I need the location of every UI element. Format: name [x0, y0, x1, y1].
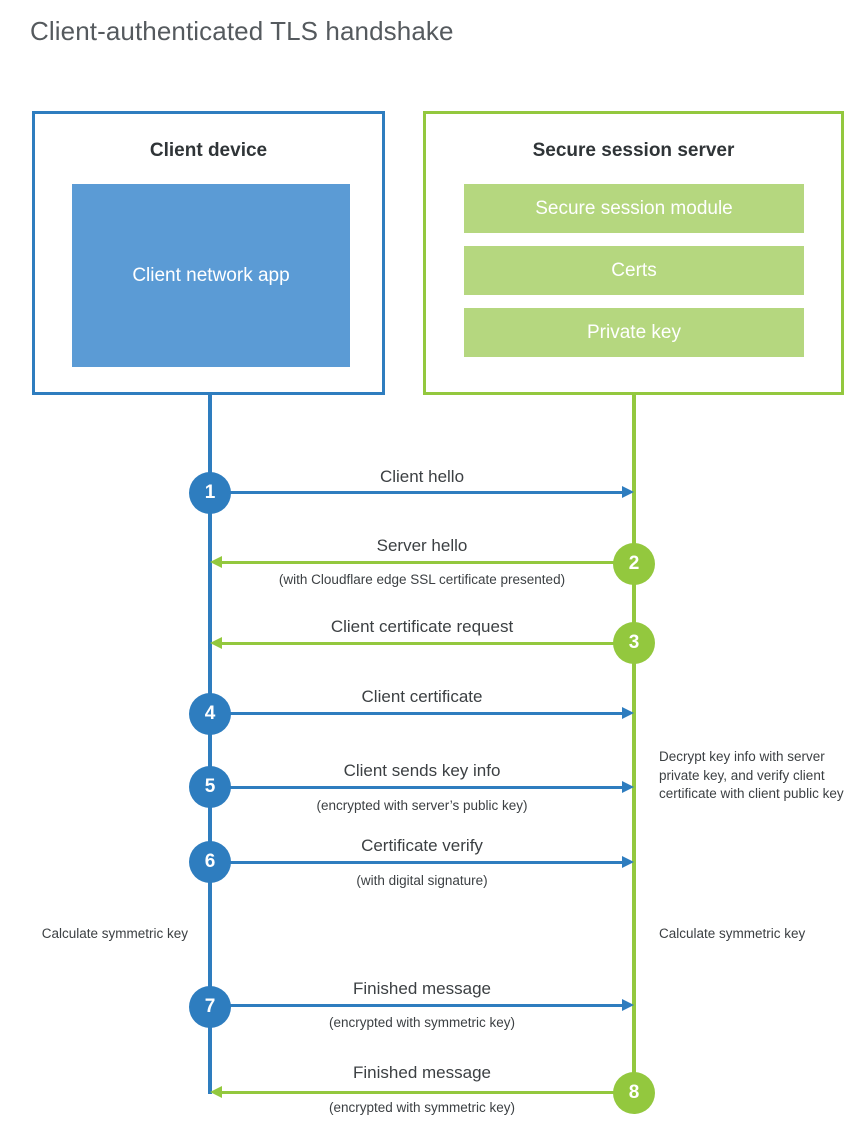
step-3-marker[interactable]: 3 — [613, 622, 655, 664]
step-6-marker[interactable]: 6 — [189, 841, 231, 883]
step-8-sublabel: (encrypted with symmetric key) — [328, 1100, 516, 1115]
client-device-title: Client device — [149, 140, 268, 161]
step-2-label: Server hello — [376, 536, 468, 555]
step-6-label: Certificate verify — [361, 836, 483, 855]
step-6-sublabel: (with digital signature) — [356, 873, 488, 888]
server-module-list: Secure session module Certs Private key — [464, 184, 804, 370]
step-7-marker[interactable]: 7 — [189, 986, 231, 1028]
step-4-marker[interactable]: 4 — [189, 693, 231, 735]
arrowhead-right-icon — [622, 781, 634, 793]
arrowhead-left-icon — [210, 556, 222, 568]
step-5-label: Client sends key info — [343, 761, 501, 780]
step-2-marker[interactable]: 2 — [613, 543, 655, 585]
server-lifeline — [632, 392, 636, 1093]
secure-session-server-title: Secure session server — [532, 140, 735, 161]
step-2-sublabel: (with Cloudflare edge SSL certificate pr… — [278, 572, 566, 587]
server-module-private-key: Private key — [464, 308, 804, 357]
arrowhead-right-icon — [622, 856, 634, 868]
step-5-marker[interactable]: 5 — [189, 766, 231, 808]
arrowhead-left-icon — [210, 637, 222, 649]
step-7-label: Finished message — [353, 979, 491, 998]
server-module-certs: Certs — [464, 246, 804, 295]
step-8-label: Finished message — [353, 1063, 491, 1082]
step-8-arrow — [210, 1086, 634, 1098]
step-4-arrow — [210, 707, 634, 719]
step-5-sublabel: (encrypted with server’s public key) — [316, 798, 528, 813]
step-1-label: Client hello — [379, 467, 465, 486]
step-6-arrow — [210, 856, 634, 868]
step-8-marker[interactable]: 8 — [613, 1072, 655, 1114]
client-device-box: Client device Client network app — [32, 111, 385, 395]
arrowhead-right-icon — [622, 707, 634, 719]
client-lifeline — [208, 392, 212, 1094]
arrowhead-left-icon — [210, 1086, 222, 1098]
step-3-arrow — [210, 637, 634, 649]
step-4-label: Client certificate — [361, 687, 483, 706]
step-2-arrow — [210, 556, 634, 568]
step-7-arrow — [210, 999, 634, 1011]
client-network-app-block: Client network app — [72, 184, 350, 367]
step-3-label: Client certificate request — [330, 617, 514, 636]
client-calculate-symmetric-key-note: Calculate symmetric key — [41, 926, 188, 941]
step-7-sublabel: (encrypted with symmetric key) — [328, 1015, 516, 1030]
arrowhead-right-icon — [622, 999, 634, 1011]
step-1-marker[interactable]: 1 — [189, 472, 231, 514]
step-5-arrow — [210, 781, 634, 793]
arrowhead-right-icon — [622, 486, 634, 498]
page-title: Client-authenticated TLS handshake — [30, 16, 454, 46]
step-1-arrow — [210, 486, 634, 498]
secure-session-server-box: Secure session server Secure session mod… — [423, 111, 844, 395]
server-calculate-symmetric-key-note: Calculate symmetric key — [659, 926, 806, 941]
server-module-secure-session: Secure session module — [464, 184, 804, 233]
server-decrypt-note: Decrypt key info with server private key… — [659, 749, 844, 801]
